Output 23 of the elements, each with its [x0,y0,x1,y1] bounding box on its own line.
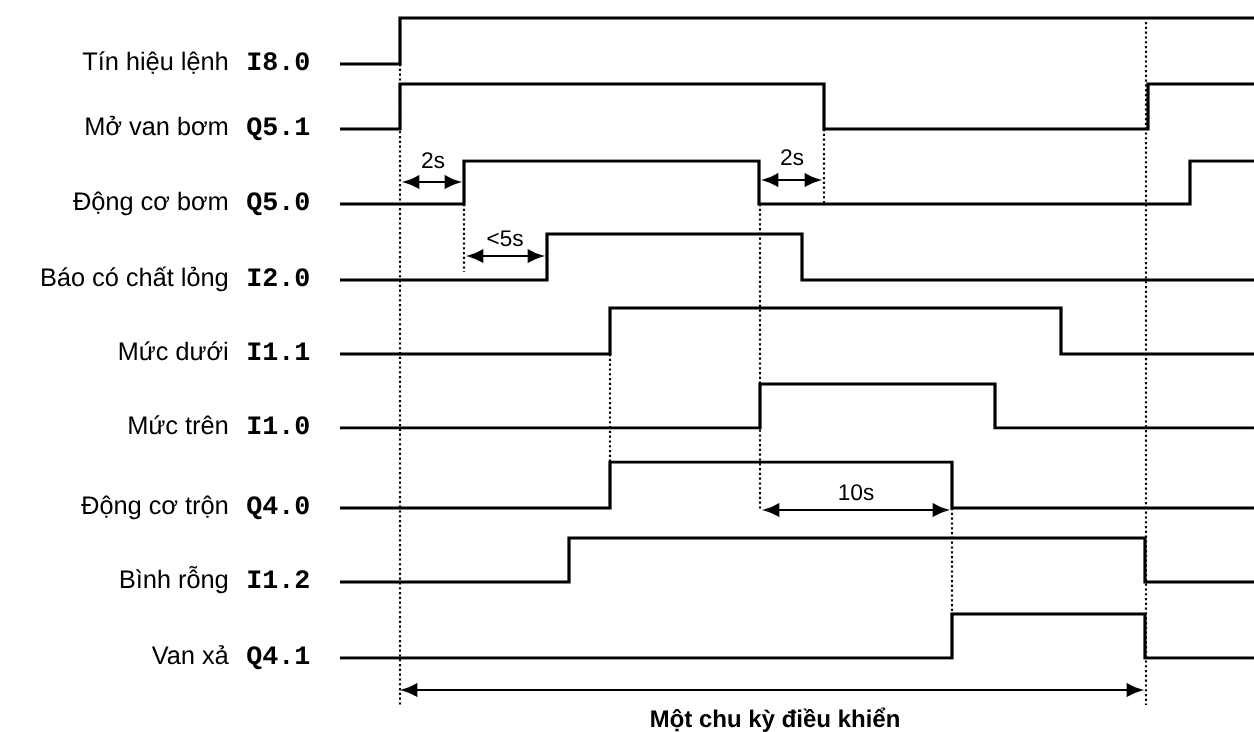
signal-name: Tín hiệu lệnh [82,51,228,74]
time-label: 10s [839,484,874,501]
signal-name: Mở van bơm [86,115,228,136]
signal-address: I1.2 [248,570,309,588]
time-label: 2s [422,152,445,169]
signal-address: I1.0 [248,416,309,435]
signal-name: Mức trên [129,415,228,435]
signal-name: Động cơ trộn [81,495,228,520]
signal-address: I8.0 [248,52,309,71]
signal-address: I1.1 [248,342,310,360]
time-label: 2s [781,149,804,166]
signal-address: Q5.0 [247,192,309,216]
cycle-label: Một chu kỳ điều khiển [651,707,899,732]
signal-name: Mức dưới [119,341,227,361]
signal-address: Q4.0 [247,496,309,520]
signal-name: Bình rỗng [120,566,228,594]
signal-address: I2.0 [248,268,309,287]
signal-name: Van xả [151,645,229,665]
signal-name: Báo có chất lỏng [42,266,228,292]
signal-address: Q5.1 [247,117,310,141]
signal-address: Q4.1 [247,646,310,670]
time-label: <5s [487,230,523,247]
signal-name: Động cơ bơm [73,191,228,216]
